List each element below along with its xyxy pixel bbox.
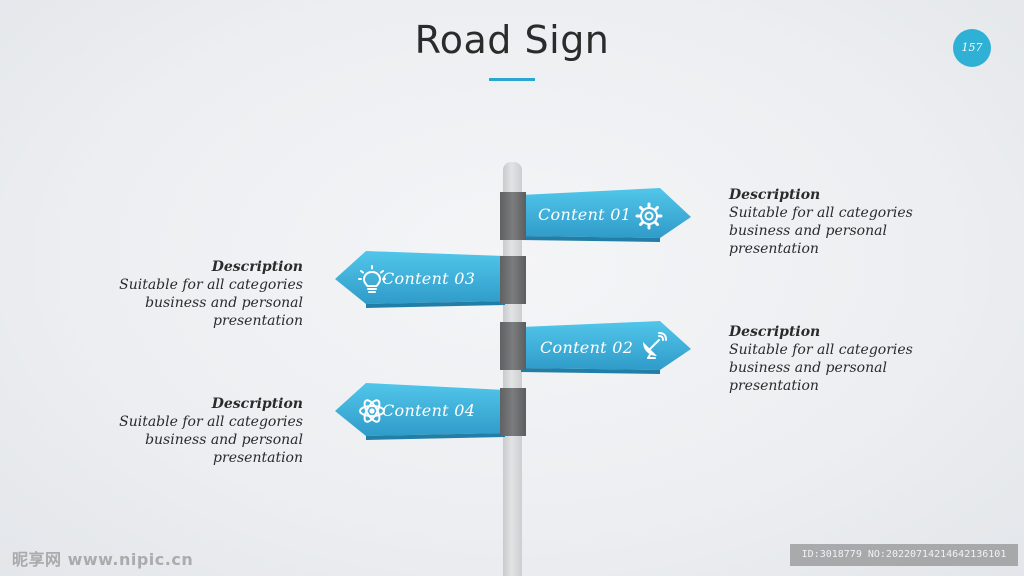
sign-label: Content 02 bbox=[540, 338, 634, 357]
description-line: business and personal bbox=[145, 295, 303, 311]
description-heading: Description bbox=[729, 187, 821, 203]
description-line: presentation bbox=[729, 241, 819, 257]
sign-clamp bbox=[500, 388, 526, 436]
description-line: Suitable for all categories bbox=[119, 277, 303, 293]
road-sign-content-03: Content 03 bbox=[332, 249, 507, 311]
sign-clamp bbox=[500, 192, 526, 240]
description-content-02: Description Suitable for all categories … bbox=[729, 323, 913, 395]
sign-label: Content 03 bbox=[382, 269, 476, 288]
description-line: presentation bbox=[729, 378, 819, 394]
description-line: presentation bbox=[213, 313, 303, 329]
road-sign-content-04: Content 04 bbox=[332, 381, 507, 443]
watermark-logo: 昵享网 www.nipic.cn bbox=[12, 550, 194, 569]
title-underline bbox=[489, 78, 535, 81]
description-line: presentation bbox=[213, 450, 303, 466]
description-heading: Description bbox=[211, 396, 303, 412]
sign-label: Content 01 bbox=[538, 205, 632, 224]
description-heading: Description bbox=[211, 259, 303, 275]
description-line: business and personal bbox=[145, 432, 303, 448]
page-number-badge: 157 bbox=[953, 29, 991, 67]
page-title: Road Sign bbox=[414, 18, 610, 62]
description-line: Suitable for all categories bbox=[729, 342, 913, 358]
description-line: Suitable for all categories bbox=[729, 205, 913, 221]
sign-arrow-left bbox=[335, 383, 505, 440]
sign-clamp bbox=[500, 322, 526, 370]
road-sign-content-02: Content 02 bbox=[519, 318, 694, 376]
description-heading: Description bbox=[729, 324, 821, 340]
description-content-03: Description Suitable for all categories … bbox=[119, 258, 303, 330]
sign-arrow-left bbox=[335, 251, 505, 308]
sign-clamp bbox=[500, 256, 526, 304]
sign-label: Content 04 bbox=[382, 401, 476, 420]
watermark-id: ID:3018779 NO:20220714214642136101 bbox=[790, 544, 1018, 566]
description-line: business and personal bbox=[729, 223, 887, 239]
description-content-01: Description Suitable for all categories … bbox=[729, 186, 913, 258]
description-line: business and personal bbox=[729, 360, 887, 376]
description-content-04: Description Suitable for all categories … bbox=[119, 395, 303, 467]
description-line: Suitable for all categories bbox=[119, 414, 303, 430]
road-sign-content-01: Content 01 bbox=[519, 186, 694, 244]
